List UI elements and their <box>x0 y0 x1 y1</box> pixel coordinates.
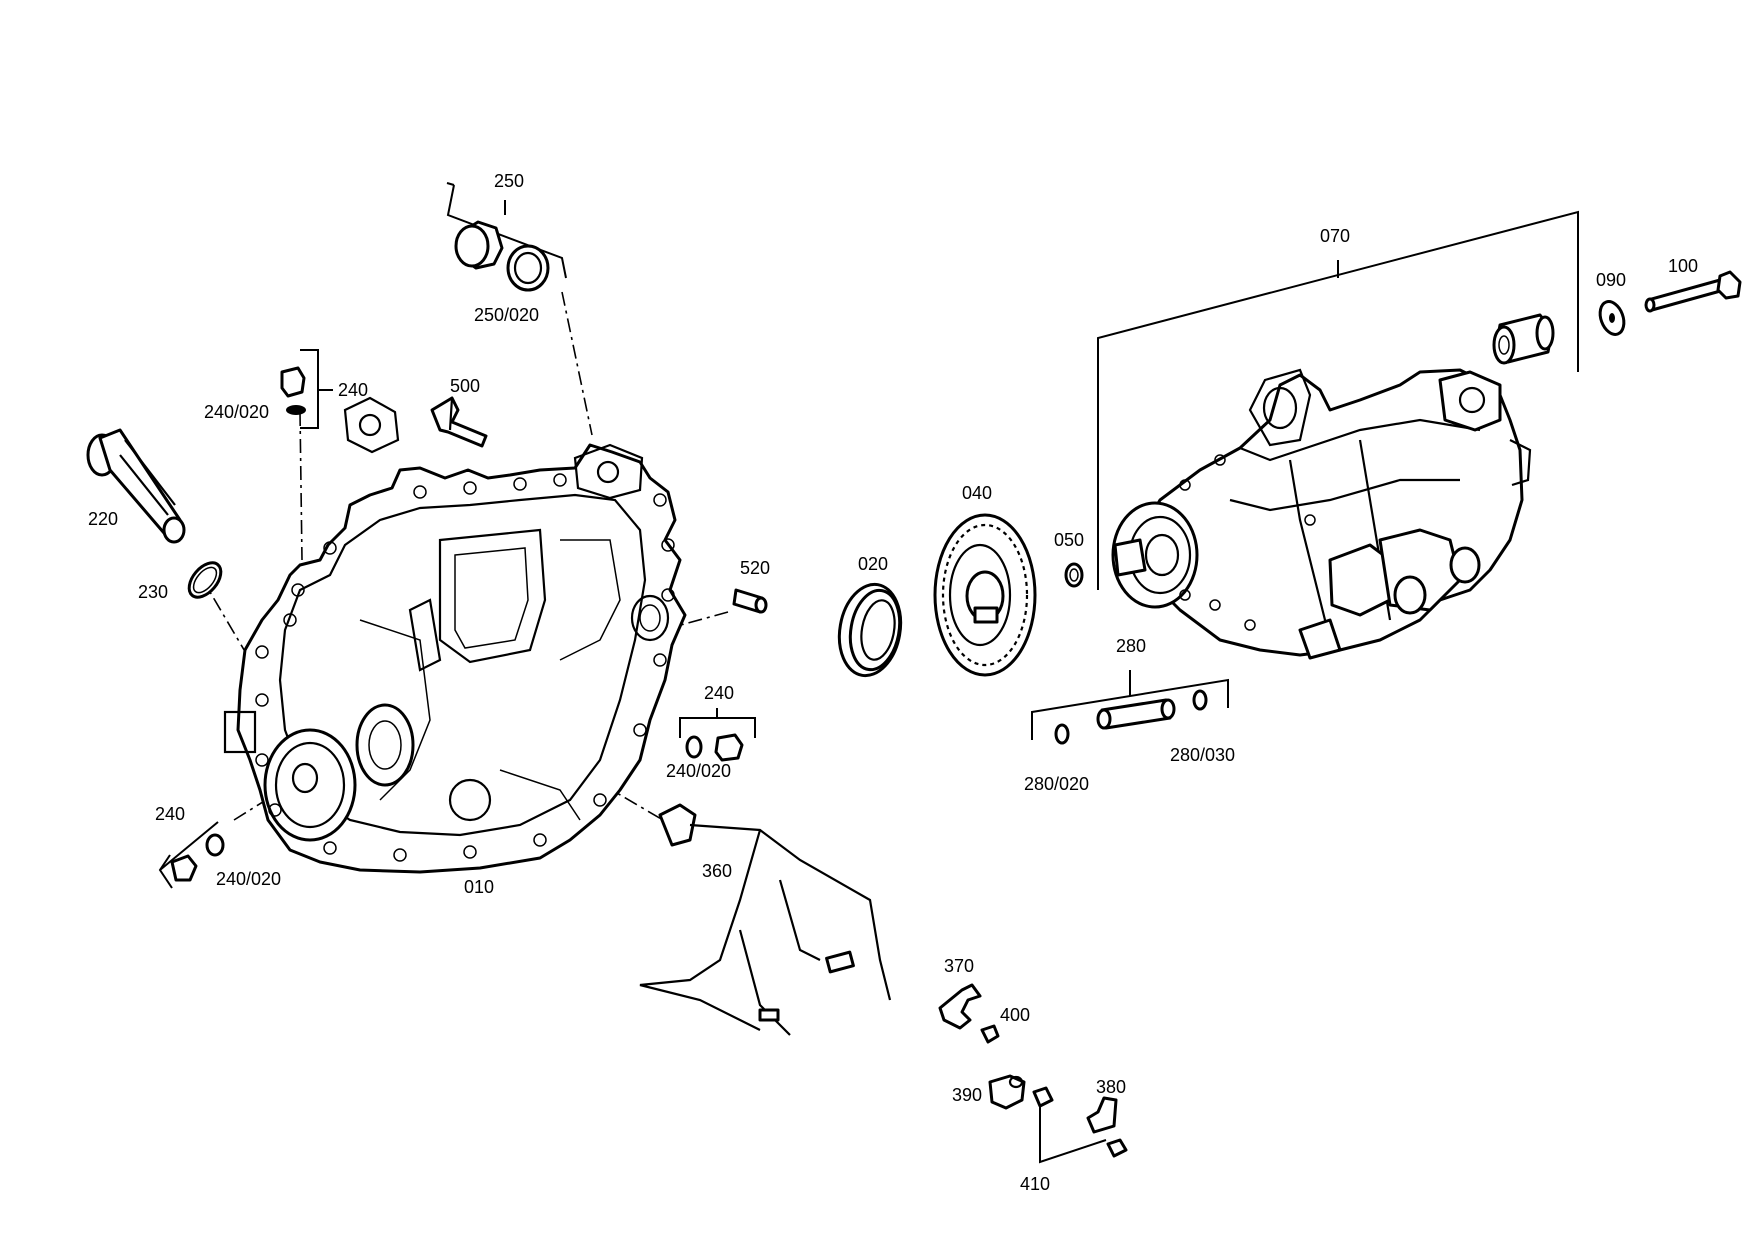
part-220 <box>86 428 186 544</box>
label-370: 370 <box>944 956 974 976</box>
label-250-020: 250/020 <box>474 305 539 325</box>
part-070 <box>1097 210 1579 660</box>
label-070: 070 <box>1320 226 1350 246</box>
part-240-top <box>280 349 333 429</box>
part-040 <box>933 513 1037 677</box>
part-230 <box>187 561 223 599</box>
part-520 <box>732 588 768 614</box>
part-390 <box>988 1074 1026 1110</box>
housing-bolt-holes <box>255 473 675 862</box>
label-090: 090 <box>1596 270 1626 290</box>
label-240-left: 240 <box>155 804 185 824</box>
part-410 <box>1032 1086 1107 1164</box>
part-100 <box>1644 270 1742 313</box>
label-410: 410 <box>1020 1174 1050 1194</box>
label-280-020: 280/020 <box>1024 774 1089 794</box>
label-520: 520 <box>740 558 770 578</box>
part-070-bushing <box>1492 313 1555 365</box>
part-360 <box>639 803 892 1036</box>
label-390: 390 <box>952 1085 982 1105</box>
part-020 <box>837 582 903 678</box>
part-090 <box>1598 300 1626 336</box>
part-240-left <box>158 821 225 889</box>
housing-010 <box>223 396 687 874</box>
part-370 <box>938 983 982 1030</box>
label-500: 500 <box>450 376 480 396</box>
label-250: 250 <box>494 171 524 191</box>
part-050 <box>1064 562 1084 588</box>
part-240-mid <box>679 708 756 762</box>
label-220: 220 <box>88 509 118 529</box>
label-240-top: 240 <box>338 380 368 400</box>
label-040: 040 <box>962 483 992 503</box>
part-500 <box>430 396 488 448</box>
label-240-020-mid: 240/020 <box>666 761 731 781</box>
part-250 <box>446 182 567 292</box>
label-230: 230 <box>138 582 168 602</box>
label-240-mid: 240 <box>704 683 734 703</box>
label-400: 400 <box>1000 1005 1030 1025</box>
part-labels: 250 250/020 240 240/020 500 220 230 520 … <box>88 171 1698 1194</box>
label-240-020-top: 240/020 <box>204 402 269 422</box>
part-380 <box>1086 1096 1128 1158</box>
label-360: 360 <box>702 861 732 881</box>
label-280: 280 <box>1116 636 1146 656</box>
label-010: 010 <box>464 877 494 897</box>
label-240-020-left: 240/020 <box>216 869 281 889</box>
label-050: 050 <box>1054 530 1084 550</box>
part-400 <box>980 1024 1000 1044</box>
part-280 <box>1031 670 1229 745</box>
label-020: 020 <box>858 554 888 574</box>
label-380: 380 <box>1096 1077 1126 1097</box>
label-280-030: 280/030 <box>1170 745 1235 765</box>
label-100: 100 <box>1668 256 1698 276</box>
